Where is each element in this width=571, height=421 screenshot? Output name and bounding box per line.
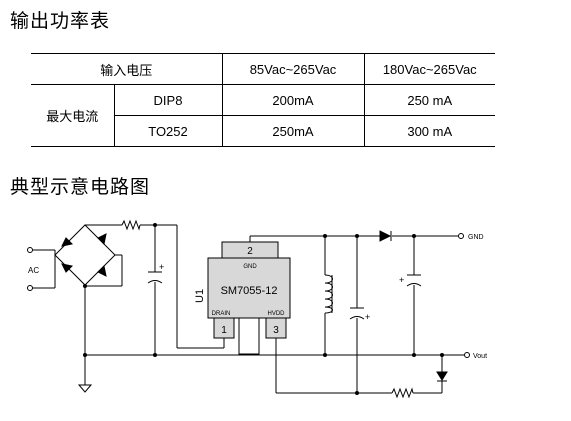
bypass-cap-plus: + [399,275,404,285]
bridge-diode-icon [61,237,74,247]
hvdd-pin-label: HVDD [267,311,285,317]
schematic-wires [27,219,470,399]
output-capacitor [349,316,365,320]
ac-terminal-1 [27,247,33,253]
vout-output-label: Vout [473,353,487,360]
diodes [61,230,448,382]
output-power-table-heading: 输出功率表 [10,10,111,32]
pin-3-number: 3 [273,325,279,336]
designator-u1: U1 [194,289,206,303]
package-cell: DIP8 [113,84,223,116]
current-cell: 200mA [221,84,365,116]
bridge-diode-icon [97,264,107,277]
pin-3 [265,317,287,339]
drain-pin-label: DRAIN [212,311,231,317]
gnd-pin-label: GND [243,264,257,270]
gnd-output-label: GND [468,234,484,241]
ac-label: AC [28,266,39,275]
bridge-diode-icon [61,263,74,273]
bypass-capacitor [406,283,422,287]
pin-1-number: 1 [221,325,227,336]
bridge-diode-icon [97,233,107,246]
input-capacitor [147,280,163,284]
output-diode-icon [379,230,392,242]
max-current-label: 最大电流 [31,84,115,147]
input-voltage-header: 输入电压 [31,53,223,85]
ground-plate [238,317,260,355]
pin-1 [213,317,235,339]
typical-circuit-heading: 典型示意电路图 [10,176,151,198]
input-resistor [121,219,141,231]
chip-body [207,257,291,319]
pin-2-number: 2 [247,246,253,257]
current-cell: 250mA [221,115,365,147]
gnd-terminal [458,233,464,239]
inductor [324,274,333,314]
junction-dots [83,223,444,395]
voltage-range-1-header: 85Vac~265Vac [221,53,365,85]
input-cap-plus: + [159,262,164,272]
table-row: 最大电流 DIP8 200mA 250 mA [31,84,495,147]
ground-icon [77,384,93,393]
current-cell: 250 mA [363,84,495,116]
ac-terminal-2 [27,285,33,291]
package-cell: TO252 [114,115,223,147]
table-row: TO252 250mA 300 mA [31,115,495,147]
sm7055-chip: 2 GND SM7055-12 DRAIN HVDD 1 3 U1 [194,241,291,355]
clamp-diode-icon [436,371,448,381]
chip-name: SM7055-12 [221,285,278,297]
output-power-table: 输入电压 85Vac~265Vac 180Vac~265Vac 最大电流 DIP… [31,53,495,147]
feedback-resistor [391,387,414,399]
output-cap-plus: + [365,312,370,322]
vout-terminal [464,352,470,358]
current-cell: 300 mA [363,115,495,147]
